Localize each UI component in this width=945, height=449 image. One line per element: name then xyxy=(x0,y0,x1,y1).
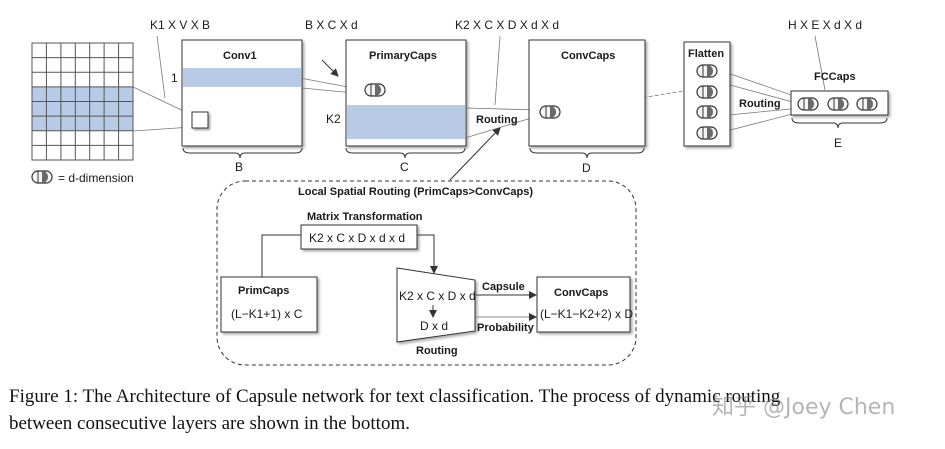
flatten-capsule-icon xyxy=(696,64,718,78)
matrix-title: Matrix Transformation xyxy=(307,211,423,223)
conv-caps-title: ConvCaps xyxy=(561,50,615,62)
conv1-layer: Conv1 1 xyxy=(171,39,303,147)
fc-caps-title: FCCaps xyxy=(814,71,856,83)
conv1-kernel-square xyxy=(191,111,209,129)
conv1-row-label: 1 xyxy=(171,71,178,85)
capsule-legend-icon xyxy=(31,170,53,184)
watermark: 知乎 @Joey Chen xyxy=(712,395,896,420)
primary-capsule-icon xyxy=(364,83,386,97)
flatten-capsule-icon xyxy=(696,126,718,140)
probability-label: Probability xyxy=(477,322,535,334)
primcaps-box xyxy=(220,276,318,333)
k2-label: K2 xyxy=(326,112,341,126)
caption-line-1: Figure 1: The Architecture of Capsule ne… xyxy=(9,386,781,407)
brace-e-label: E xyxy=(834,136,842,150)
flatten-layer: Flatten xyxy=(683,41,731,147)
fc-capsule-icon xyxy=(827,97,849,111)
inset-title: Local Spatial Routing (PrimCaps>ConvCaps… xyxy=(298,186,533,198)
brace-d-label: D xyxy=(582,161,591,175)
fc-capsule-icon xyxy=(797,97,819,111)
conv-caps-layer: ConvCaps xyxy=(528,39,646,147)
convcaps-dims: (L−K1−K2+2) x D xyxy=(540,307,633,321)
matrix-box xyxy=(300,224,418,250)
dims-bcd-label: B X C X d xyxy=(305,18,358,32)
input-grid xyxy=(31,42,134,161)
dims-k1-label: K1 X V X B xyxy=(150,18,210,32)
caption-line-2: between consecutive layers are shown in … xyxy=(9,413,410,434)
routing-trapezoid xyxy=(396,267,476,343)
flatten-capsule-icon xyxy=(696,85,718,99)
conv-capsule-icon xyxy=(539,105,561,119)
fc-caps-layer: FCCaps xyxy=(790,71,889,116)
trap-top-dims: K2 x C x D x d xyxy=(399,289,476,303)
primary-caps-title: PrimaryCaps xyxy=(369,50,437,62)
primary-caps-layer: PrimaryCaps K2 xyxy=(326,39,467,147)
convcaps-box xyxy=(536,276,631,333)
primcaps-title: PrimCaps xyxy=(238,285,289,297)
brace-c-label: C xyxy=(400,160,409,174)
flatten-title: Flatten xyxy=(688,48,724,60)
dims-k2-label: K2 X C X D X d X d xyxy=(455,18,559,32)
architecture-diagram: = d-dimension K1 X V X B B X C X d K2 X … xyxy=(31,18,889,366)
flatten-capsule-icon xyxy=(696,105,718,119)
dims-h-label: H X E X d X d xyxy=(788,18,862,32)
matrix-dims: K2 x C x D x d x d xyxy=(309,231,405,245)
convcaps-title: ConvCaps xyxy=(554,287,608,299)
primcaps-dims: (L−K1+1) x C xyxy=(231,307,303,321)
brace-b-label: B xyxy=(235,160,243,174)
routing-right-label: Routing xyxy=(739,98,781,110)
inset-routing-label: Routing xyxy=(416,345,458,357)
conv1-title: Conv1 xyxy=(223,50,257,62)
routing-mid-label: Routing xyxy=(476,114,518,126)
fc-capsule-icon xyxy=(856,97,878,111)
layer-braces xyxy=(182,117,888,159)
capsule-label: Capsule xyxy=(482,281,525,293)
legend-label: = d-dimension xyxy=(58,171,134,185)
trap-bottom-dims: D x d xyxy=(420,319,448,333)
local-routing-inset: Local Spatial Routing (PrimCaps>ConvCaps… xyxy=(216,127,637,366)
figure-caption: Figure 1: The Architecture of Capsule ne… xyxy=(9,383,939,437)
